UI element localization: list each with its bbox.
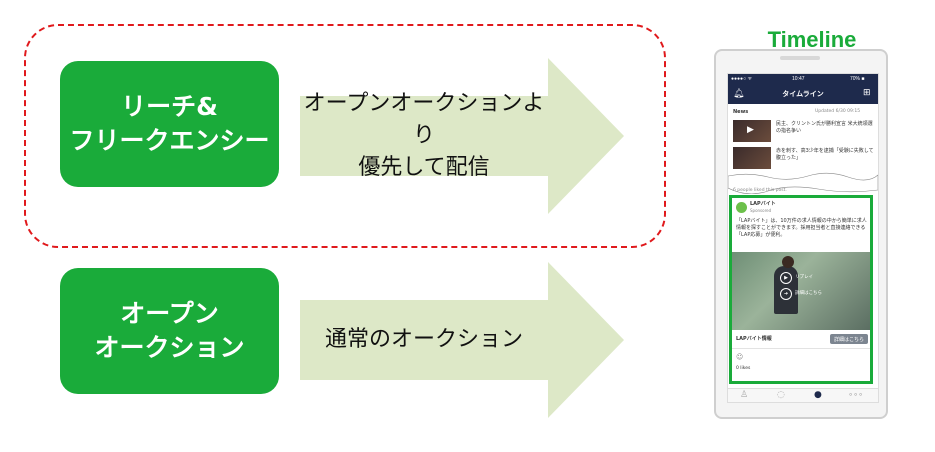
status-time: 10:47: [792, 76, 805, 82]
grid-icon[interactable]: ⊞: [863, 88, 871, 98]
liked-text: 6 people liked this post.: [733, 188, 787, 193]
news-label: News: [733, 109, 749, 115]
smile-icon[interactable]: ☺: [736, 353, 744, 361]
news-thumbnail-2[interactable]: [733, 147, 771, 169]
reach-frequency-line-2: フリークエンシー: [69, 126, 270, 155]
open-auction-line-2: オークション: [94, 333, 245, 362]
signal-indicator: ●●●●○ ᯤ: [731, 76, 753, 82]
replay-label[interactable]: リプレイ: [795, 275, 813, 280]
battery-indicator: 70% ■: [850, 76, 865, 82]
account-name[interactable]: LAPバイト: [750, 201, 776, 207]
highlight-dashed-box: [24, 24, 666, 248]
news-item-2[interactable]: 赤を刺す、高3少年を逮捕「受験に失敗して腹立った」: [776, 148, 874, 161]
share-icon[interactable]: ➜: [780, 288, 792, 300]
arrow-bottom-text: 通常のオークション: [300, 300, 548, 380]
nav-bar: 🔔︎ タイムライン ⊞: [728, 84, 878, 104]
chat-icon[interactable]: ◌: [777, 390, 785, 400]
arrow-bottom-text-line-1: 通常のオークション: [324, 327, 523, 353]
post-photo[interactable]: ▶ リプレイ ➜ 詳細はこちら: [732, 252, 870, 330]
open-auction-line-1: オープン: [120, 299, 219, 329]
news-thumbnail-1[interactable]: ▶: [733, 120, 771, 142]
tab-bar: ♙ ◌ ● ∘∘∘: [728, 388, 878, 402]
detail-button[interactable]: 詳細はこちら: [830, 334, 868, 344]
status-bar: ●●●●○ ᯤ 10:47 70% ■: [728, 74, 878, 84]
arrow-top: [300, 58, 624, 214]
replay-icon[interactable]: ▶: [780, 272, 792, 284]
friends-icon[interactable]: ♙: [740, 390, 749, 400]
person-head: [782, 256, 794, 268]
reach-frequency-line-1: リーチ&: [121, 92, 218, 122]
phone-screen: ●●●●○ ᯤ 10:47 70% ■ 🔔︎ タイムライン ⊞ News Upd…: [727, 73, 879, 403]
sponsored-label: Sponsored: [750, 208, 772, 213]
sponsored-post[interactable]: LAPバイト Sponsored 「LAPバイト」は、10万件の求人情報の中から…: [729, 195, 873, 384]
news-item-1[interactable]: 民主、クリントン氏が勝利宣言 米大統領選の指名争い: [776, 121, 873, 134]
timeline-title: Timeline: [767, 27, 857, 52]
more-icon[interactable]: ∘∘∘: [848, 390, 864, 399]
post-body: 「LAPバイト」は、10万件の求人情報の中から簡単に求人情報を探すことができます…: [736, 218, 867, 238]
more-label[interactable]: 詳細はこちら: [795, 291, 822, 296]
arrow-top-text: オープンオークションより 優先して配信: [300, 91, 548, 180]
post-divider: [732, 348, 870, 349]
play-icon: ▶: [747, 125, 754, 135]
timeline-tab-icon[interactable]: ●: [814, 390, 822, 400]
phone-speaker: [780, 56, 820, 60]
arrow-top-text-line-1: オープンオークションより: [303, 91, 545, 149]
bell-icon[interactable]: 🔔︎: [733, 89, 745, 99]
post-footer-label: LAPバイト情報: [736, 336, 772, 342]
nav-title: タイムライン: [782, 90, 824, 98]
avatar: [736, 202, 747, 213]
news-updated: Updated 6/30 09:15: [815, 109, 861, 114]
arrow-top-text-line-2: 優先して配信: [358, 154, 490, 180]
reach-frequency-box: リーチ& フリークエンシー: [60, 61, 279, 187]
open-auction-box: オープン オークション: [60, 268, 279, 394]
arrow-bottom: [300, 262, 624, 418]
torn-divider: [728, 172, 878, 194]
likes-count: 0 likes: [736, 366, 751, 371]
